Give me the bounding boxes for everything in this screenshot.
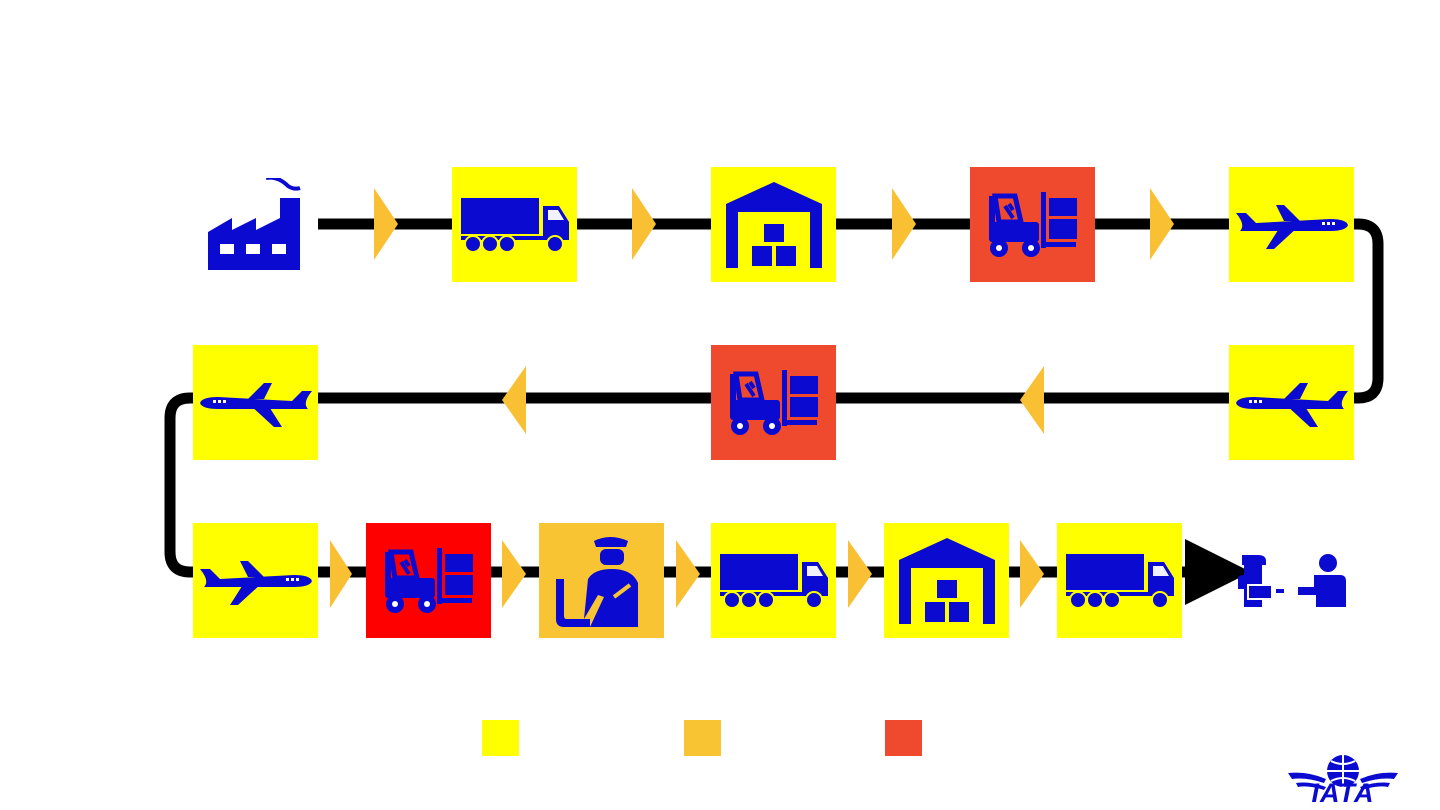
handover-people-icon	[1236, 553, 1348, 609]
consignee-handover	[1236, 523, 1348, 638]
airplane-icon	[198, 377, 314, 429]
shipper-factory	[200, 166, 312, 281]
airplane-icon	[1234, 377, 1350, 429]
step-forklift-origin	[970, 167, 1095, 282]
step-forklift-transit	[711, 345, 836, 460]
chevron-right-icon	[502, 540, 526, 608]
warehouse-icon	[726, 182, 822, 268]
legend-swatch-yellow	[482, 720, 519, 756]
step-plane-departure	[1229, 167, 1354, 282]
step-plane-destination	[193, 523, 318, 638]
airplane-icon	[1234, 199, 1350, 251]
chevron-right-icon	[632, 188, 656, 260]
warehouse-icon	[899, 538, 995, 624]
chevron-right-icon	[676, 540, 700, 608]
chevron-right-icon	[848, 540, 872, 608]
legend-swatch-amber	[684, 720, 721, 756]
truck-icon	[459, 196, 571, 254]
chevron-right-icon	[1150, 188, 1174, 260]
customs-officer-icon	[554, 535, 650, 627]
left-connector-line	[164, 392, 196, 578]
chevron-right-icon	[1020, 540, 1044, 608]
step-truck-delivery	[1057, 523, 1182, 638]
step-truck-destination	[711, 523, 836, 638]
iata-logo-text: IATA	[1311, 778, 1375, 808]
factory-icon	[208, 178, 304, 270]
step-warehouse-origin	[711, 167, 836, 282]
legend-swatch-orange-red	[885, 720, 922, 756]
chevron-right-icon	[374, 188, 398, 260]
forklift-icon	[383, 548, 475, 614]
airplane-icon	[198, 555, 314, 607]
chevron-left-icon	[502, 366, 526, 434]
chevron-left-icon	[1020, 366, 1044, 434]
step-customs	[539, 523, 664, 638]
chevron-right-icon	[892, 188, 916, 260]
forklift-icon	[728, 370, 820, 436]
step-plane-transit-departure	[1229, 345, 1354, 460]
step-truck-origin	[452, 167, 577, 282]
truck-icon	[1064, 552, 1176, 610]
step-forklift-destination	[366, 523, 491, 638]
chevron-right-icon	[330, 540, 352, 608]
right-connector-line	[1350, 218, 1384, 404]
forklift-icon	[987, 192, 1079, 258]
step-warehouse-destination	[884, 523, 1009, 638]
truck-icon	[718, 552, 830, 610]
step-plane-transit-arrival	[193, 345, 318, 460]
